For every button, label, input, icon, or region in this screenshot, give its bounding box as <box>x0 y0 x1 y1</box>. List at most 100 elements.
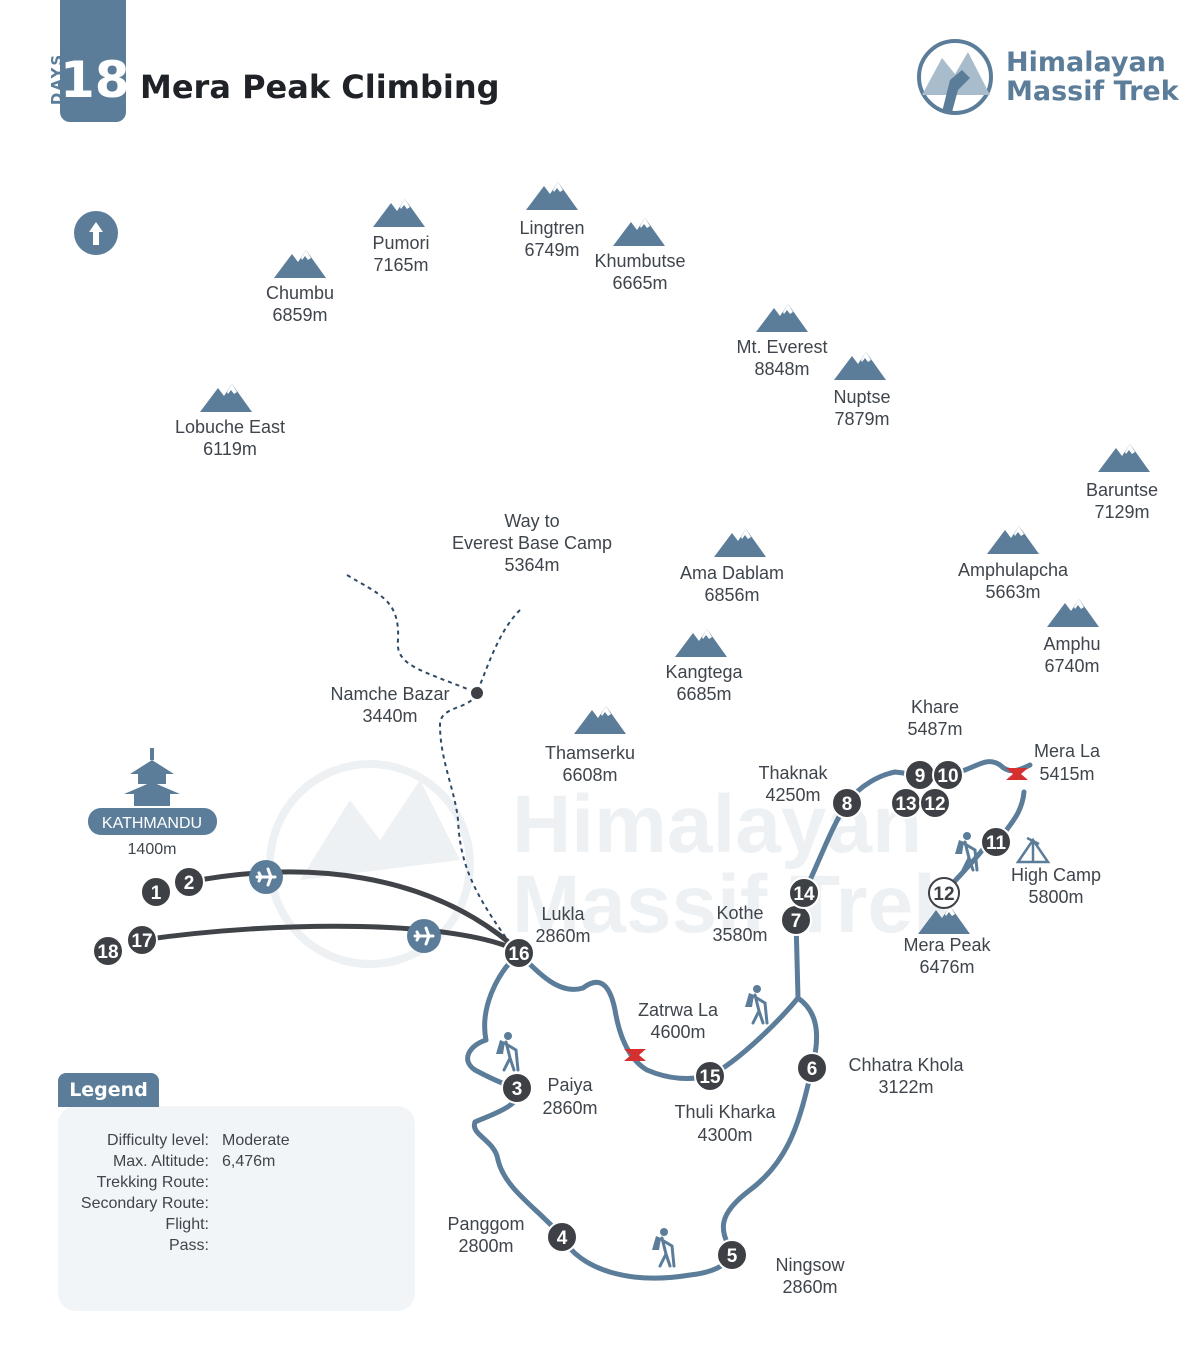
days-word: DAYS <box>48 52 66 106</box>
place-name: KATHMANDU <box>102 815 202 832</box>
mountain-name: Chumbu <box>266 283 334 303</box>
mountain-altitude: 6665m <box>612 273 667 293</box>
stop-number: 11 <box>986 833 1007 854</box>
place-name: Thaknak <box>758 763 828 783</box>
place-altitude: 2860m <box>535 926 590 946</box>
stop-number: 3 <box>512 1079 523 1100</box>
stop-number: 1 <box>151 883 162 904</box>
mountain-icon <box>613 218 665 246</box>
stop-marker: 12 <box>919 787 951 819</box>
mountain-icon <box>675 629 727 657</box>
namche-marker <box>471 687 483 699</box>
place-altitude: 5800m <box>1028 887 1083 907</box>
page-title: Mera Peak Climbing <box>140 68 500 106</box>
stop-marker: 15 <box>694 1060 726 1092</box>
mountain-name: Pumori <box>372 233 429 253</box>
place-name: Zatrwa La <box>638 1000 719 1020</box>
place-name: Mera La <box>1034 741 1101 761</box>
mountain-name: Thamserku <box>545 743 635 763</box>
mountain-name: Amphulapcha <box>958 560 1069 580</box>
brand-line1: Himalayan <box>1006 47 1166 78</box>
mountain-name: Baruntse <box>1086 480 1158 500</box>
place-altitude: 3122m <box>878 1077 933 1097</box>
flight-routes <box>139 869 523 955</box>
kathmandu-badge <box>88 808 217 835</box>
place-altitude: 3440m <box>362 706 417 726</box>
place-altitude: 4250m <box>765 785 820 805</box>
place-name-2: Everest Base Camp <box>452 533 612 553</box>
brand-line2: Massif Trek <box>1006 76 1179 107</box>
place-name: Mera Peak <box>903 935 991 955</box>
stop-number: 16 <box>508 944 529 965</box>
legend-key: Pass: <box>168 1237 209 1254</box>
plane-icon <box>247 858 285 896</box>
plane-icon <box>405 917 443 955</box>
brand-logo-icon <box>917 39 993 115</box>
stop-marker: 6 <box>796 1052 828 1084</box>
stop-number: 2 <box>184 873 195 894</box>
days-number: 18 <box>60 51 130 109</box>
place-altitude: 2860m <box>542 1098 597 1118</box>
place-name: High Camp <box>1011 865 1101 885</box>
place-name: Paiya <box>547 1075 593 1095</box>
stop-marker: 3 <box>501 1072 533 1104</box>
mountain-altitude: 7129m <box>1094 502 1149 522</box>
mountain-icon <box>574 706 626 734</box>
mountain-name: Lingtren <box>519 218 584 238</box>
hiker-icon <box>494 1030 520 1072</box>
hiker-icon <box>650 1226 676 1268</box>
stop-number: 5 <box>727 1246 738 1267</box>
legend-key: Secondary Route: <box>80 1195 209 1212</box>
place-altitude: 6476m <box>919 957 974 977</box>
place-altitude: 2800m <box>458 1236 513 1256</box>
mountain-icon <box>756 304 808 332</box>
mountain-icon <box>526 182 578 210</box>
stop-number: 10 <box>937 766 958 787</box>
pass-icon <box>1006 768 1028 780</box>
stop-number: 12 <box>933 884 954 905</box>
temple-icon <box>124 748 180 806</box>
legend-panel <box>58 1106 415 1311</box>
mountain-altitude: 6608m <box>562 765 617 785</box>
legend-key: Max. Altitude: <box>112 1153 209 1170</box>
place-name: Namche Bazar <box>330 684 449 704</box>
legend-title: Legend <box>58 1073 159 1107</box>
stop-marker: 12 <box>928 877 960 909</box>
stop-number: 6 <box>807 1059 818 1080</box>
stop-number: 14 <box>793 884 815 905</box>
legend-value: 6,476m <box>222 1153 276 1170</box>
place-name: Thuli Kharka <box>674 1102 776 1122</box>
place-altitude: 4300m <box>697 1125 752 1145</box>
mountain-name: Mt. Everest <box>736 337 827 357</box>
mountain-icon <box>200 384 252 412</box>
stop-marker: 8 <box>831 787 863 819</box>
days-tab <box>60 0 126 122</box>
stop-number: 18 <box>97 942 118 963</box>
stop-number: 4 <box>557 1228 568 1249</box>
mountain-name: Khumbutse <box>594 251 685 271</box>
stop-marker: 5 <box>716 1239 748 1271</box>
mountain-altitude: 8848m <box>754 359 809 379</box>
stop-number: 12 <box>924 794 945 815</box>
tent-icon <box>1015 836 1051 864</box>
place-name: Kothe <box>716 903 763 923</box>
stop-marker: 14 <box>788 877 820 909</box>
stop-marker: 7 <box>780 904 812 936</box>
mountain-icon <box>274 250 326 278</box>
mountain-altitude: 7165m <box>373 255 428 275</box>
mountain-name: Nuptse <box>833 387 890 407</box>
north-arrow-icon <box>74 211 118 255</box>
stop-marker: 1 <box>140 876 172 908</box>
legend-key: Trekking Route: <box>96 1174 209 1191</box>
mountain-name: Amphu <box>1043 634 1100 654</box>
stop-number: 8 <box>842 794 853 815</box>
hiker-icon <box>743 983 769 1025</box>
labels: Pumori 7165m Lingtren 6749m Khumbutse 66… <box>102 218 1158 1297</box>
place-altitude: 4600m <box>650 1022 705 1042</box>
stop-marker: 16 <box>503 937 535 969</box>
stop-marker: 17 <box>126 924 158 956</box>
stop-number: 7 <box>791 911 802 932</box>
stop-marker: 2 <box>173 866 205 898</box>
